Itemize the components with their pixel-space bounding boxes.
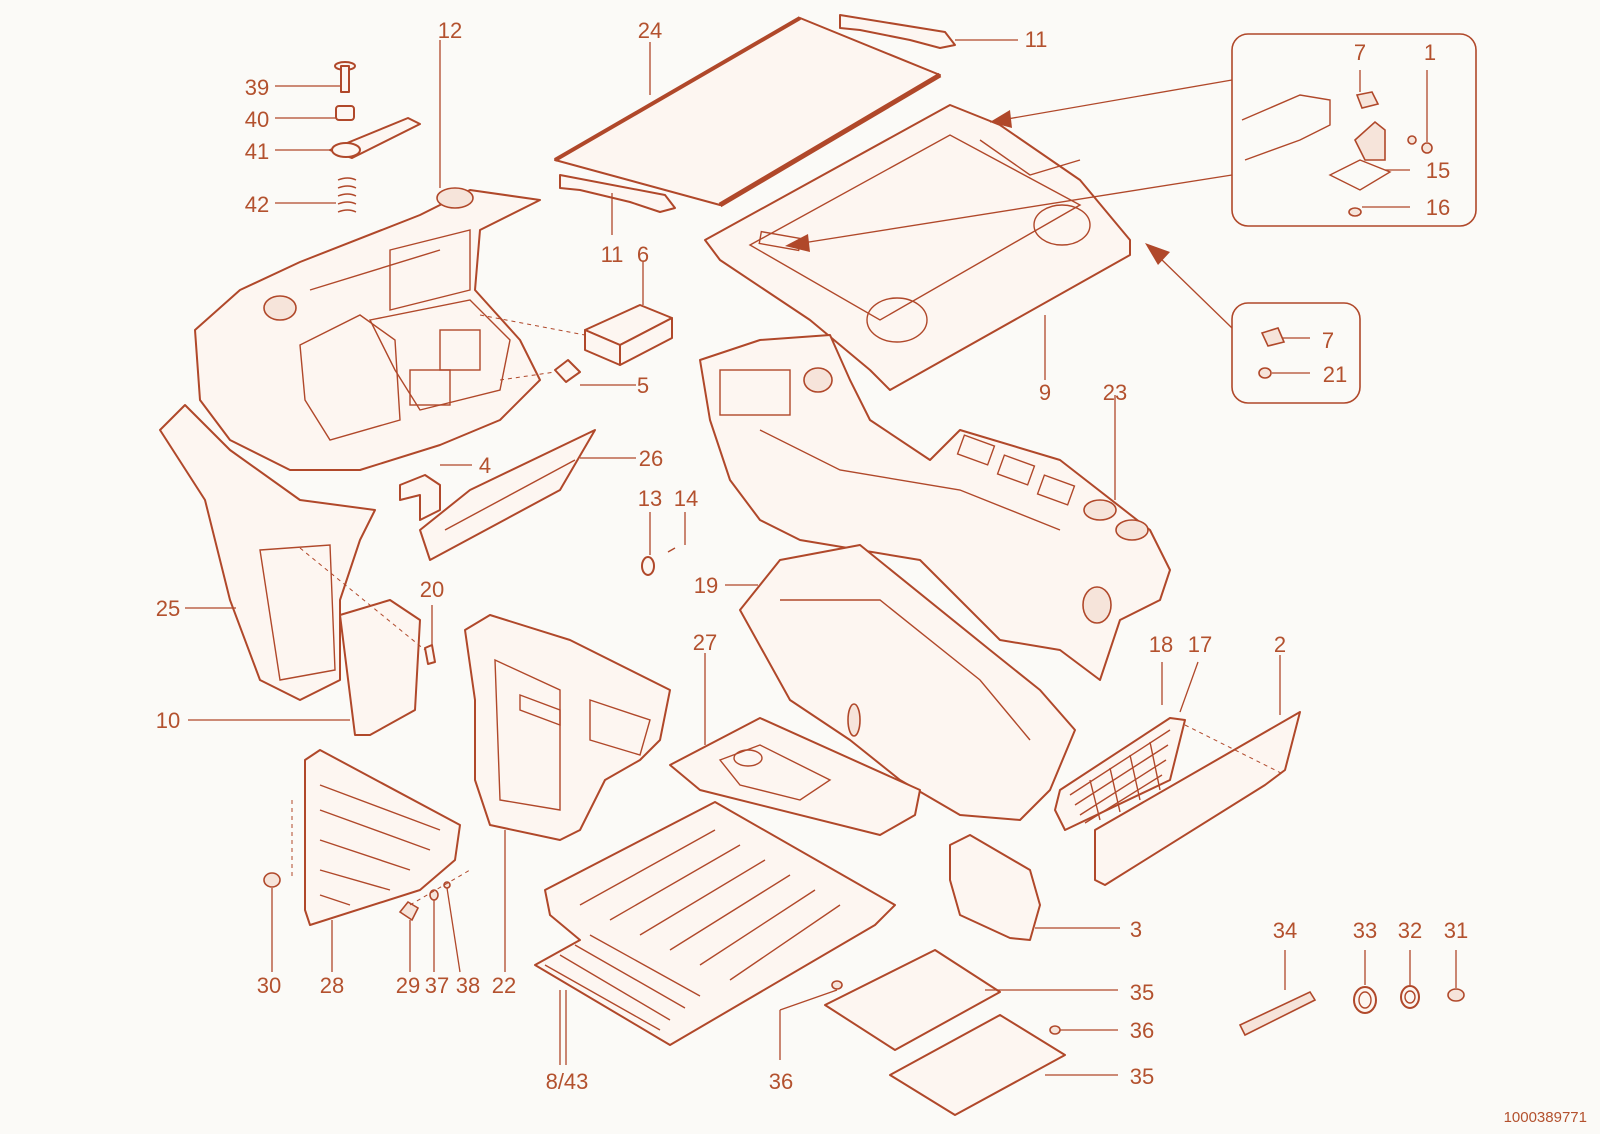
tunnel-cover-19 (725, 544, 1076, 821)
callout-40: 40 (245, 107, 269, 132)
rear-shelf-9 (704, 104, 1131, 391)
ring-33 (1353, 950, 1377, 1014)
callout-36-right: 36 (1130, 1018, 1154, 1043)
trim-26 (419, 429, 636, 561)
callout-27: 27 (693, 630, 717, 655)
mat-27 (669, 653, 921, 836)
callout-34: 34 (1273, 918, 1297, 943)
callout-17: 17 (1188, 632, 1212, 657)
callout-7-lower: 7 (1322, 328, 1334, 353)
detail-box-lower (1145, 243, 1361, 404)
callout-6: 6 (637, 242, 649, 267)
document-number: 1000389771 (1504, 1109, 1587, 1126)
callout-9: 9 (1039, 380, 1051, 405)
callout-21: 21 (1323, 362, 1347, 387)
callout-1: 1 (1424, 40, 1436, 65)
callout-23: 23 (1103, 380, 1127, 405)
ring-32 (1400, 950, 1420, 1009)
fastener-29-37-38 (398, 869, 471, 973)
clip-13-14 (641, 512, 686, 576)
center-console-23 (699, 334, 1171, 681)
screw-36-left (779, 980, 843, 1060)
callout-19: 19 (694, 573, 718, 598)
clip-5 (499, 359, 636, 386)
callout-4: 4 (479, 453, 491, 478)
callout-3: 3 (1130, 917, 1142, 942)
screw-stack-39-42 (275, 61, 421, 213)
callout-39: 39 (245, 75, 269, 100)
callout-24: 24 (638, 18, 662, 43)
clip-20 (424, 605, 436, 665)
callout-8-43: 8/43 (546, 1069, 589, 1094)
callout-38: 38 (456, 973, 480, 998)
callout-13: 13 (638, 486, 662, 511)
callout-41: 41 (245, 139, 269, 164)
side-panel-25 (159, 404, 376, 701)
callout-11-top: 11 (1025, 27, 1048, 52)
callout-35-lower: 35 (1130, 1064, 1154, 1089)
callout-10: 10 (156, 708, 180, 733)
plate-35-upper (824, 949, 1118, 1051)
callout-36-left: 36 (769, 1069, 793, 1094)
plate-35-lower (889, 1014, 1118, 1116)
callout-22: 22 (492, 973, 516, 998)
strip-34 (1238, 950, 1317, 1037)
callout-26: 26 (639, 446, 663, 471)
callout-37: 37 (425, 973, 449, 998)
vent-cover-28 (291, 749, 461, 972)
handle-11-bottom (559, 174, 676, 235)
fastener-30 (263, 872, 281, 972)
roller-cover-24 (553, 16, 942, 208)
callout-2: 2 (1274, 632, 1286, 657)
handle-11-top (839, 14, 1018, 49)
panel-2 (1094, 655, 1301, 886)
callout-33: 33 (1353, 918, 1377, 943)
callout-29: 29 (396, 973, 420, 998)
cover-10 (188, 547, 426, 736)
grille-17-18 (1054, 661, 1199, 831)
callout-12: 12 (438, 18, 462, 43)
callout-labels: 39 40 41 42 12 24 11 11 6 5 7 1 15 16 7 … (156, 18, 1468, 1094)
callout-20: 20 (420, 577, 444, 602)
callout-5: 5 (637, 373, 649, 398)
bracket-4 (399, 464, 472, 521)
callout-18: 18 (1149, 632, 1173, 657)
callout-32: 32 (1398, 918, 1422, 943)
callout-31: 31 (1444, 918, 1468, 943)
callout-35-upper: 35 (1130, 980, 1154, 1005)
upper-console-12 (194, 40, 541, 471)
callout-16: 16 (1426, 195, 1450, 220)
detail-box-upper (785, 33, 1477, 252)
callout-30: 30 (257, 973, 281, 998)
screw-36-right (1049, 1025, 1118, 1035)
callout-15: 15 (1426, 158, 1450, 183)
callout-7-detail: 7 (1354, 40, 1366, 65)
bracket-3 (949, 834, 1120, 941)
callout-11-bottom: 11 (601, 242, 624, 267)
tray-6 (479, 262, 673, 366)
side-trim-22 (464, 614, 671, 972)
callout-42: 42 (245, 192, 269, 217)
callout-28: 28 (320, 973, 344, 998)
cap-31 (1447, 950, 1465, 1002)
callout-14: 14 (674, 486, 698, 511)
floor-tray-8-43 (534, 801, 896, 1065)
callout-25: 25 (156, 596, 180, 621)
